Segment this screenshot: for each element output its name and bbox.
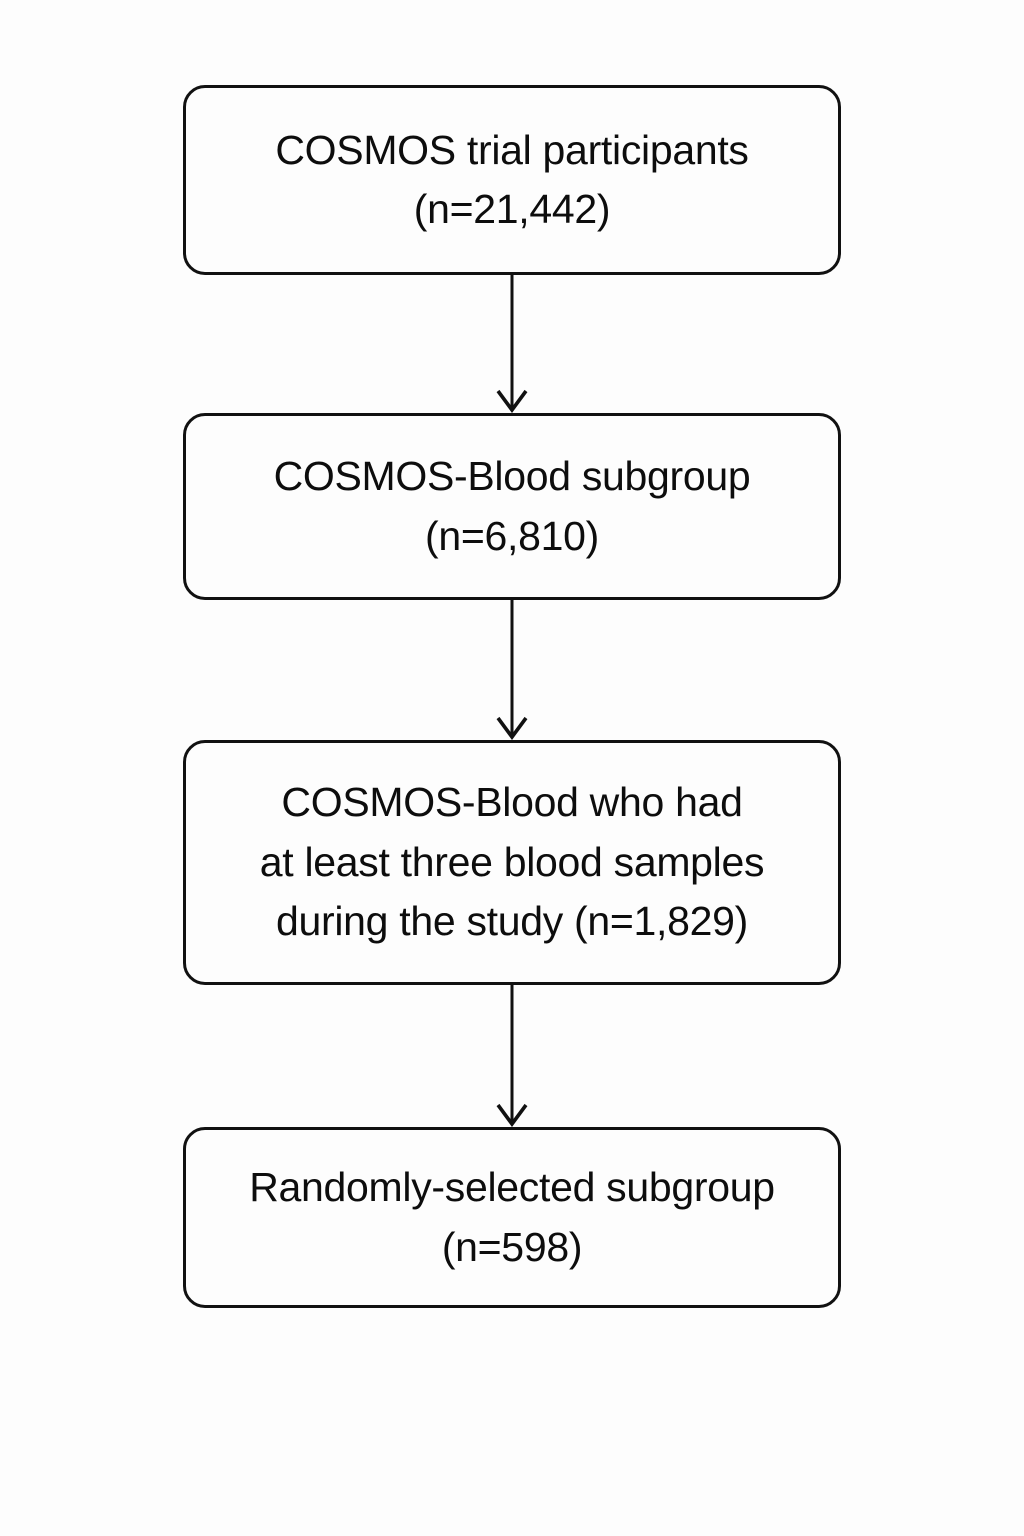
node-text-line: Randomly-selected subgroup: [249, 1164, 775, 1211]
node-text-line: COSMOS-Blood who had: [281, 779, 743, 826]
node-text-line: (n=598): [441, 1223, 583, 1270]
down-arrow-icon: [496, 275, 528, 413]
flow-node-cosmos-blood-three-samples: COSMOS-Blood who had at least three bloo…: [183, 740, 841, 985]
node-text-line: (n=21,442): [413, 186, 611, 232]
node-text-line: at least three blood samples: [259, 838, 765, 885]
node-text-line: during the study (n=1,829): [276, 898, 748, 945]
node-text-line: (n=6,810): [425, 512, 599, 559]
down-arrow-icon: [496, 600, 528, 740]
flow-node-randomly-selected-subgroup: Randomly-selected subgroup (n=598): [183, 1127, 841, 1308]
flow-node-cosmos-trial-participants: COSMOS trial participants (n=21,442): [183, 85, 841, 275]
node-text-line: COSMOS-Blood subgroup: [273, 453, 751, 500]
flow-node-cosmos-blood-subgroup: COSMOS-Blood subgroup (n=6,810): [183, 413, 841, 600]
down-arrow-icon: [496, 985, 528, 1127]
node-text-line: COSMOS trial participants: [275, 126, 749, 173]
